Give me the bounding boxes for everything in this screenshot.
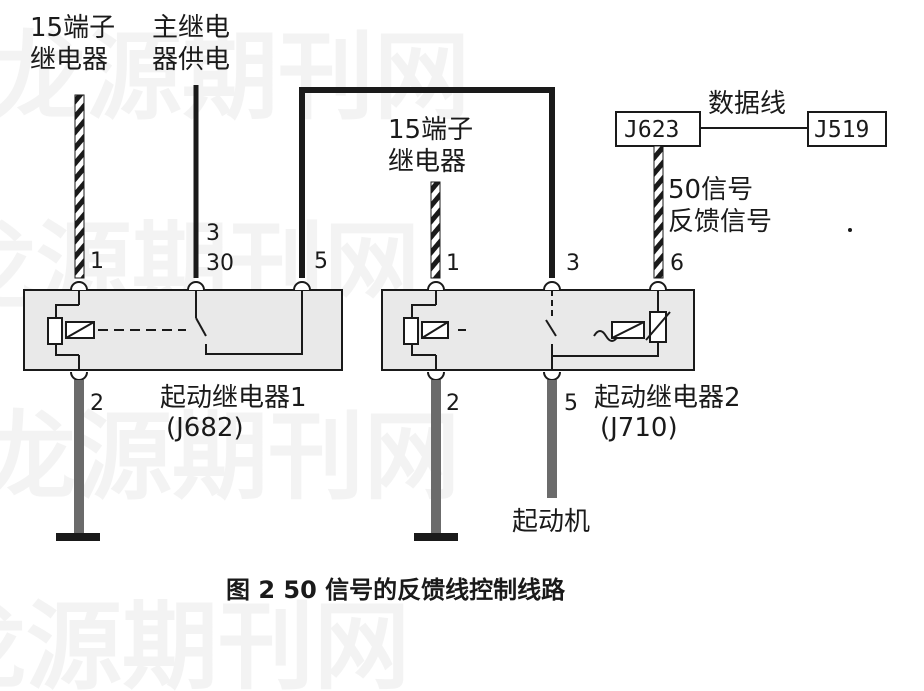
bridge-wire — [299, 87, 555, 278]
starter-label: 起动机 — [512, 507, 590, 537]
relay1-ground-symbol — [56, 533, 100, 541]
watermark: 龙源期刊网 龙源期刊网 龙源期刊网 龙源期刊网 — [0, 21, 470, 691]
relay2-pin5-label: 5 — [564, 391, 578, 416]
stray-dot — [848, 228, 852, 232]
relay1-pin1-wire — [74, 94, 85, 279]
term15-label-line2: 继电器 — [30, 45, 108, 75]
relay2-pin3-label: 3 — [566, 251, 580, 276]
relay2-pin1-label: 1 — [446, 251, 460, 276]
j519-module: J519 — [807, 111, 887, 147]
starter-wire — [547, 380, 557, 498]
relay1-pin2-label: 2 — [90, 391, 104, 416]
relay1-pin3-label: 3 — [206, 221, 220, 246]
relay2-code: (J710) — [600, 413, 678, 443]
relay1-ground-wire — [74, 380, 84, 536]
main-relay-supply-label-line2: 器供电 — [152, 45, 230, 75]
relay2-name: 起动继电器2 — [594, 383, 741, 413]
relay2-ground-wire — [431, 380, 441, 536]
mid-term15-label-line1: 15端子 — [388, 115, 473, 145]
main-relay-supply-label-line1: 主继电 — [152, 13, 230, 43]
figure-caption: 图 2 50 信号的反馈线控制线路 — [226, 576, 566, 604]
relay1-name: 起动继电器1 — [160, 383, 307, 413]
j623-module: J623 — [615, 111, 701, 147]
svg-text:龙源期刊网: 龙源期刊网 — [0, 591, 410, 691]
relay1-terminals — [70, 281, 311, 381]
relay1-pin1-label: 1 — [90, 249, 104, 274]
relay1-pin30-label: 30 — [206, 251, 234, 276]
relay2-ground-symbol — [414, 533, 458, 541]
mid-term15-label-line2: 继电器 — [388, 147, 466, 177]
data-line-label: 数据线 — [708, 89, 786, 119]
relay2-pin6-label: 6 — [670, 251, 684, 276]
relay1-pin5-label: 5 — [314, 249, 328, 274]
relay2-box — [381, 289, 695, 371]
relay1-code: (J682) — [166, 413, 244, 443]
term15-label-line1: 15端子 — [30, 13, 115, 43]
relay2-pin2-label: 2 — [446, 391, 460, 416]
relay2-pin1-wire — [430, 181, 441, 279]
relay2-terminals — [427, 281, 667, 381]
svg-text:J519: J519 — [814, 117, 869, 143]
svg-text:J623: J623 — [624, 117, 679, 143]
relay1-box — [23, 289, 343, 371]
signal50-label-line1: 50信号 — [668, 175, 753, 205]
signal50-label-line2: 反馈信号 — [668, 207, 772, 237]
relay2-pin6-wire — [653, 145, 664, 279]
